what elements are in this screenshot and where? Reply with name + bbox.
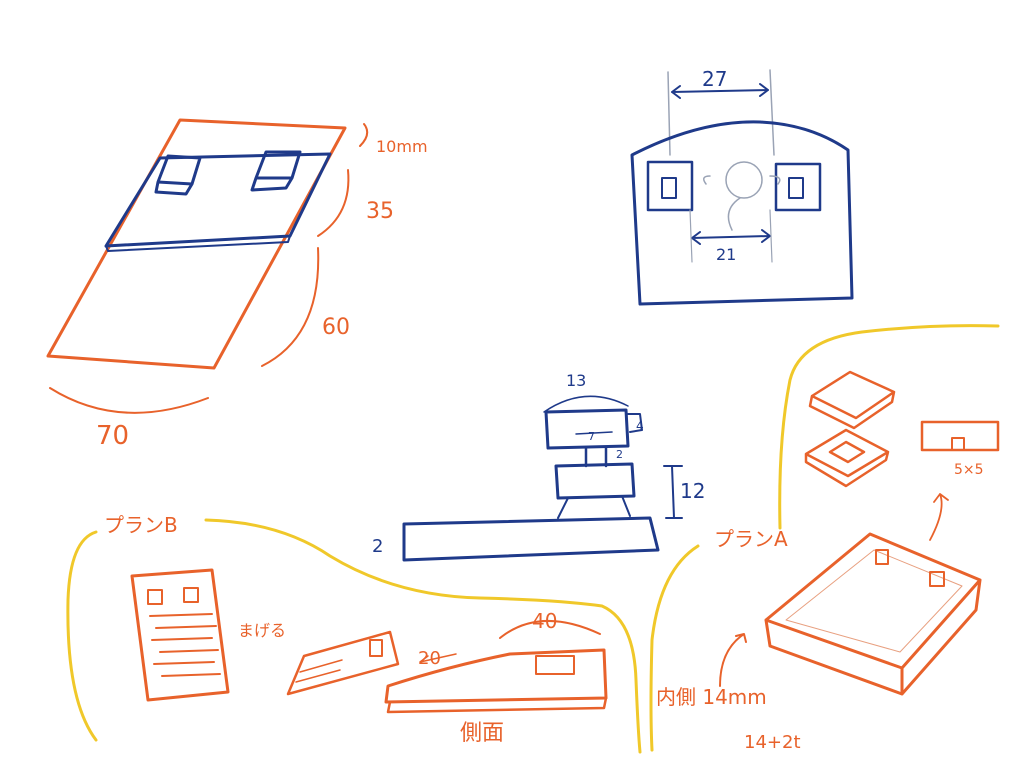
width-label: 70 <box>96 421 129 451</box>
depth-label-outer: 60 <box>322 315 350 340</box>
side-view-middle <box>402 395 683 562</box>
plan-a-boundary <box>649 324 1000 752</box>
side-profile <box>384 648 608 704</box>
inner-width-label: 21 <box>716 245 736 264</box>
navy-block-left <box>154 154 202 196</box>
small-gap-label: 2 <box>616 448 623 461</box>
plan-a-title: プランA <box>714 527 788 551</box>
left-window <box>646 160 694 212</box>
thickness-label: 10mm <box>376 137 428 156</box>
upper-box <box>544 408 630 450</box>
plan-a-sketches <box>719 370 1000 696</box>
formula-label: 14+2t <box>744 732 801 753</box>
length-label-b: 40 <box>532 609 557 633</box>
navy-panel <box>630 120 854 306</box>
inner-label: 内側 14mm <box>656 685 767 709</box>
open-box <box>764 532 982 696</box>
length-label-a: 20 <box>418 648 441 669</box>
right-window <box>774 162 822 212</box>
lid <box>808 370 896 430</box>
center-knob <box>725 161 763 199</box>
flat-sheet <box>130 568 230 702</box>
top-width-label: 13 <box>566 371 586 390</box>
orange-tray-outline <box>46 118 347 370</box>
detail-tab <box>920 420 1000 452</box>
front-view-top-right <box>630 69 854 306</box>
detail-label: 5×5 <box>954 462 984 478</box>
lower-box <box>554 462 636 500</box>
side-label: 側面 <box>460 721 504 746</box>
base-thickness-label: 2 <box>372 536 383 557</box>
bend-label: まげる <box>238 621 286 640</box>
depth-label-inner: 35 <box>366 199 394 224</box>
inner-gap-label: 7 <box>588 430 595 443</box>
plan-b-title: プランB <box>104 513 178 537</box>
base-plate <box>402 516 660 562</box>
bent-strip <box>286 630 400 696</box>
navy-block-right <box>250 150 302 192</box>
plan-b-sketches <box>130 568 608 714</box>
stack-height-label: 12 <box>680 479 705 503</box>
plan-b-boundary <box>66 518 642 754</box>
socket <box>804 428 890 488</box>
tray-top-left <box>46 118 369 414</box>
outer-width-label: 27 <box>702 67 727 91</box>
top-height-label: 4 <box>636 419 644 433</box>
